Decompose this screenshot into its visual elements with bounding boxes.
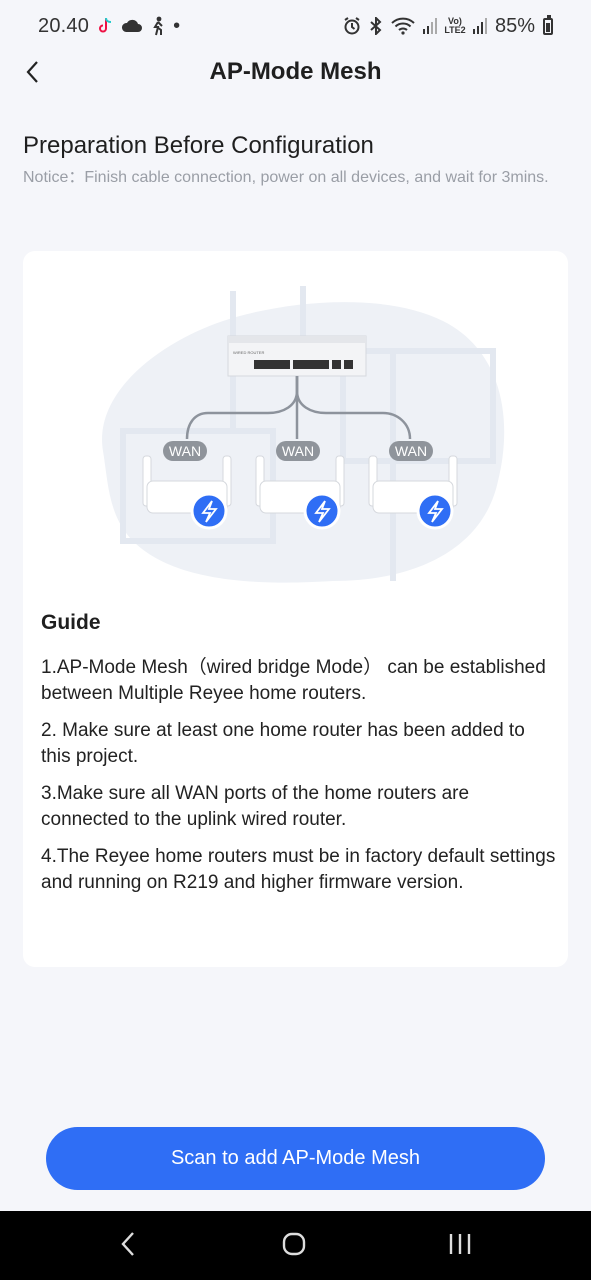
scan-add-mesh-button[interactable]: Scan to add AP-Mode Mesh [46,1127,545,1190]
cloud-icon [121,19,143,33]
signal-icon [422,18,437,34]
home-router-2: WAN [255,441,345,530]
status-bar: 20.40 • Vo) LTE2 85% [0,0,591,52]
wan-label: WAN [169,443,201,459]
guide-item: 4.The Reyee home routers must be in fact… [41,846,556,893]
home-router-3: WAN [368,441,458,530]
wifi-icon [391,17,415,35]
page-title: AP-Mode Mesh [209,58,382,85]
wired-router-switch: WIRED ROUTER [227,335,367,377]
home-circle-icon [281,1231,307,1262]
home-router-1: WAN [142,441,232,530]
notice-text: Notice：Finish cable connection, power on… [23,169,549,186]
nav-bar: AP-Mode Mesh [0,52,591,96]
switch-label: WIRED ROUTER [233,350,264,355]
wan-label: WAN [395,443,427,459]
lte-icon: Vo) LTE2 [444,16,466,35]
guide-item: 1.AP-Mode Mesh（wired bridge Mode） can be… [41,657,546,704]
guide-title: Guide [41,611,101,634]
bluetooth-icon [369,17,383,35]
back-arrow-icon [120,1231,136,1262]
system-recents-button[interactable] [440,1229,480,1263]
wan-label: WAN [282,443,314,459]
system-home-button[interactable] [274,1229,314,1263]
system-back-button[interactable] [108,1229,148,1263]
guide-list: 1.AP-Mode Mesh（wired bridge Mode） can be… [41,655,556,907]
battery-percent: 85% [494,14,535,37]
guide-item: 2. Make sure at least one home router ha… [41,720,525,767]
mesh-illustration: WIRED ROUTER WAN [83,281,513,591]
tiktok-icon [97,17,113,35]
runner-icon [151,16,165,36]
alarm-icon [343,17,361,35]
system-nav-bar [0,1211,591,1280]
chevron-left-icon [25,60,39,89]
guide-card: WIRED ROUTER WAN [23,251,568,967]
battery-icon [543,14,553,35]
signal-icon [472,18,487,34]
status-left: 20.40 • [38,15,180,38]
guide-item: 3.Make sure all WAN ports of the home ro… [41,783,470,830]
status-right: Vo) LTE2 85% [343,14,553,38]
section-title: Preparation Before Configuration [23,132,374,159]
back-button[interactable] [14,56,50,92]
status-time: 20.40 [38,14,90,37]
recents-icon [447,1232,473,1261]
status-dot: • [173,14,181,37]
